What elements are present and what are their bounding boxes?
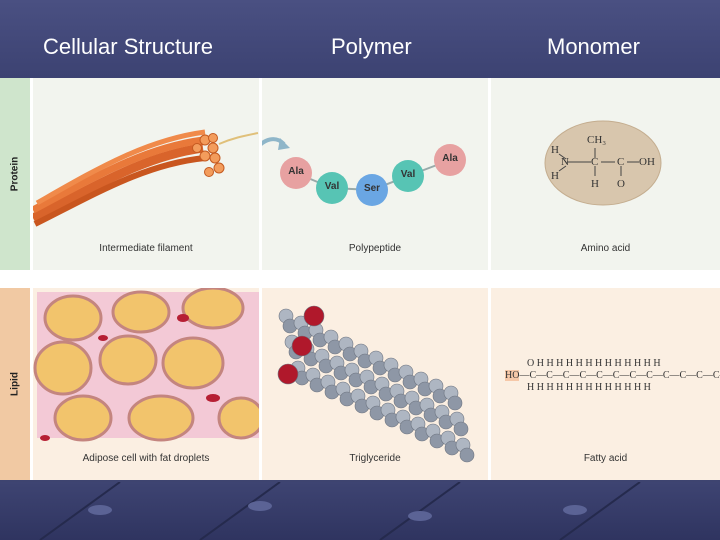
header-bar: Cellular Structure Polymer Monomer (0, 0, 720, 78)
amino-acid-h-bottom: H (591, 178, 599, 190)
polypeptide-panel: Ala Val Ser Val Ala Polypeptide (262, 78, 488, 270)
caption-adipose-cell: Adipose cell with fat droplets (33, 453, 259, 464)
triglyceride-illustration (262, 288, 488, 480)
footer-decoration (0, 482, 720, 540)
column-title-cellular-structure: Cellular Structure (43, 34, 213, 60)
column-title-monomer: Monomer (547, 34, 640, 60)
lipid-row-label: Lipid (10, 372, 21, 396)
row-divider (0, 270, 720, 288)
fatty-acid-head: HO (505, 370, 519, 381)
atom-sphere (278, 364, 298, 384)
intermediate-filament-illustration (33, 78, 259, 270)
amino-acid-o: O (617, 178, 625, 190)
triglyceride-panel: Triglyceride (262, 288, 488, 480)
protein-side-band: Protein (0, 78, 30, 270)
amino-acid-h-top: H (551, 144, 559, 156)
atom-sphere (448, 396, 462, 410)
caption-polypeptide: Polypeptide (262, 243, 488, 254)
atom-sphere (454, 422, 468, 436)
adipose-cell-illustration (33, 288, 259, 480)
fatty-acid-panel: O H H H H H H H H H H H H H HO—C—C—C—C—C… (491, 288, 720, 480)
amino-acid-oh: OH (639, 156, 655, 168)
amino-acid-side-chain: CH₃ (587, 134, 606, 146)
lipid-row: Lipid Adipose cell with fat droplets (0, 288, 720, 480)
protein-row: Protein Intermediate filament (0, 78, 720, 270)
fatty-acid-structure: O H H H H H H H H H H H H H HO—C—C—C—C—C… (505, 358, 717, 394)
bead-label-2: Val (316, 181, 348, 192)
caption-triglyceride: Triglyceride (262, 453, 488, 464)
footer-bar (0, 482, 720, 540)
bead-label-4: Val (392, 169, 424, 180)
intermediate-filament-panel: Intermediate filament (33, 78, 259, 270)
caption-intermediate-filament: Intermediate filament (33, 243, 259, 254)
atom-sphere (304, 306, 324, 326)
amino-acid-illustration (491, 78, 720, 270)
amino-acid-panel: CH₃ N C C OH H H H O Amino acid (491, 78, 720, 270)
bead-label-5: Ala (434, 153, 466, 164)
adipose-cell-panel: Adipose cell with fat droplets (33, 288, 259, 480)
protein-row-label: Protein (10, 157, 21, 191)
caption-fatty-acid: Fatty acid (491, 453, 720, 464)
atom-sphere (292, 336, 312, 356)
caption-amino-acid: Amino acid (491, 243, 720, 254)
column-title-polymer: Polymer (331, 34, 412, 60)
bead-label-3: Ser (356, 183, 388, 194)
bead-label-1: Ala (280, 166, 312, 177)
lipid-side-band: Lipid (0, 288, 30, 480)
